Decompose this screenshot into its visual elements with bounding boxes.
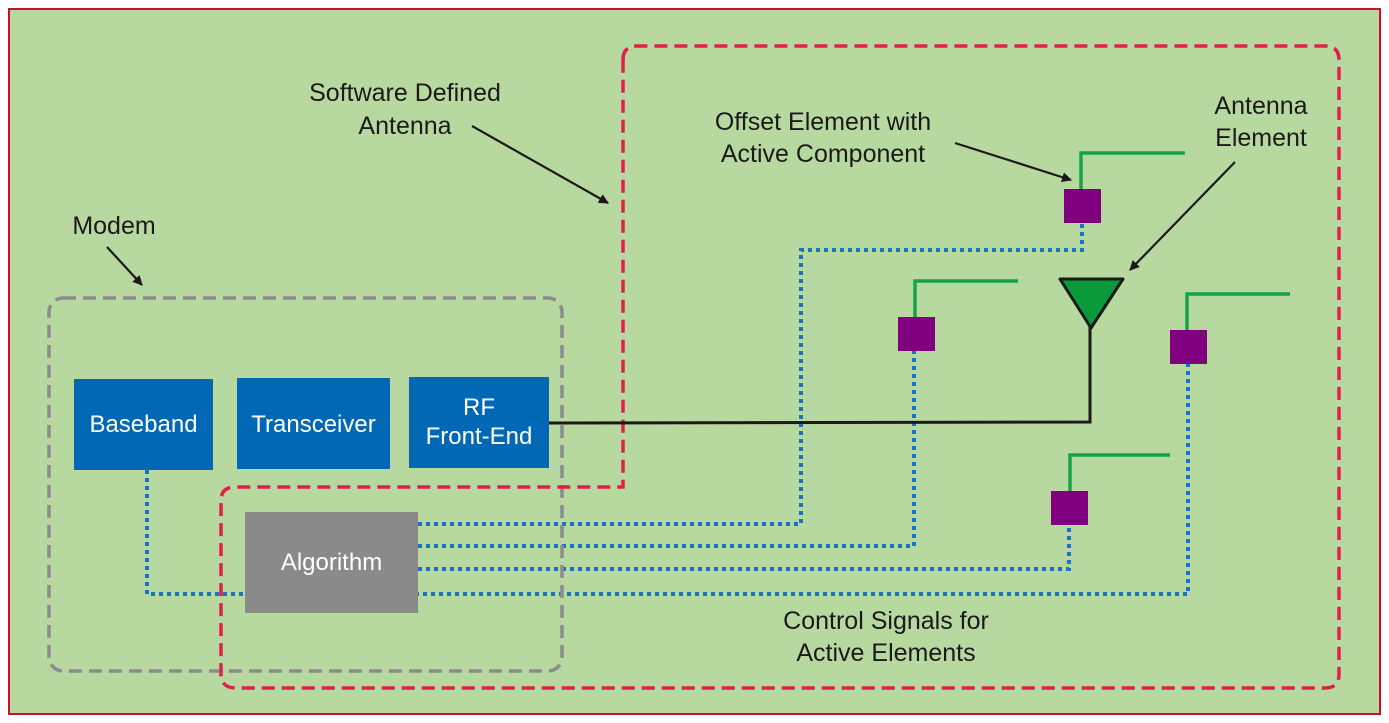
antenna-element-label-line1: Antenna: [1214, 92, 1307, 120]
arrow-modem: [106, 246, 143, 286]
active-component-right: [1170, 330, 1207, 364]
arrow-offset-element: [954, 141, 1072, 183]
baseband-label: Baseband: [89, 411, 197, 438]
offset-stub-left: [913, 279, 1018, 318]
control-signals-label-line2: Active Elements: [796, 639, 975, 667]
active-component-left: [898, 317, 935, 351]
antenna-element-label-line2: Element: [1215, 124, 1307, 152]
antenna-element-icon: [1058, 277, 1125, 330]
offset-element-stubs: [913, 151, 1290, 491]
control-signals-label-line1: Control Signals for: [783, 607, 989, 635]
transceiver-label: Transceiver: [251, 411, 375, 438]
software-defined-label-line1: Software Defined: [309, 79, 501, 107]
control-signal-lines: [145, 223, 1190, 596]
software-defined-label-line2: Antenna: [358, 112, 451, 140]
active-component-top: [1064, 189, 1101, 223]
offset-stub-bottom: [1068, 453, 1170, 491]
modem-boundary: [47, 296, 564, 673]
arrow-software-defined: [471, 125, 609, 204]
background-panel: [8, 8, 1381, 715]
control-line-offset-top: [418, 223, 1084, 526]
offset-element-label-line2: Active Component: [721, 140, 925, 168]
rf-feed-line: [547, 325, 1092, 425]
control-line-offset-bottom: [418, 525, 1071, 571]
rf-label-line1: RF: [463, 394, 495, 421]
control-line-baseband: [145, 363, 1190, 596]
offset-element-label-line1: Offset Element with: [715, 108, 931, 136]
software-defined-antenna-boundary: [219, 44, 1341, 690]
control-line-offset-left: [418, 351, 916, 548]
transceiver-block: Transceiver: [237, 378, 390, 469]
algorithm-label: Algorithm: [281, 549, 382, 576]
algorithm-block: Algorithm: [245, 512, 418, 613]
baseband-block: Baseband: [74, 379, 213, 470]
rf-front-end-block: RF Front-End: [409, 377, 549, 468]
arrow-antenna-element: [1129, 161, 1236, 271]
offset-stub-top: [1079, 151, 1185, 190]
active-component-bottom: [1051, 491, 1088, 525]
modem-label: Modem: [72, 212, 155, 240]
offset-stub-right: [1185, 292, 1290, 331]
rf-label-line2: Front-End: [426, 423, 533, 450]
callout-arrows: [106, 125, 1236, 286]
